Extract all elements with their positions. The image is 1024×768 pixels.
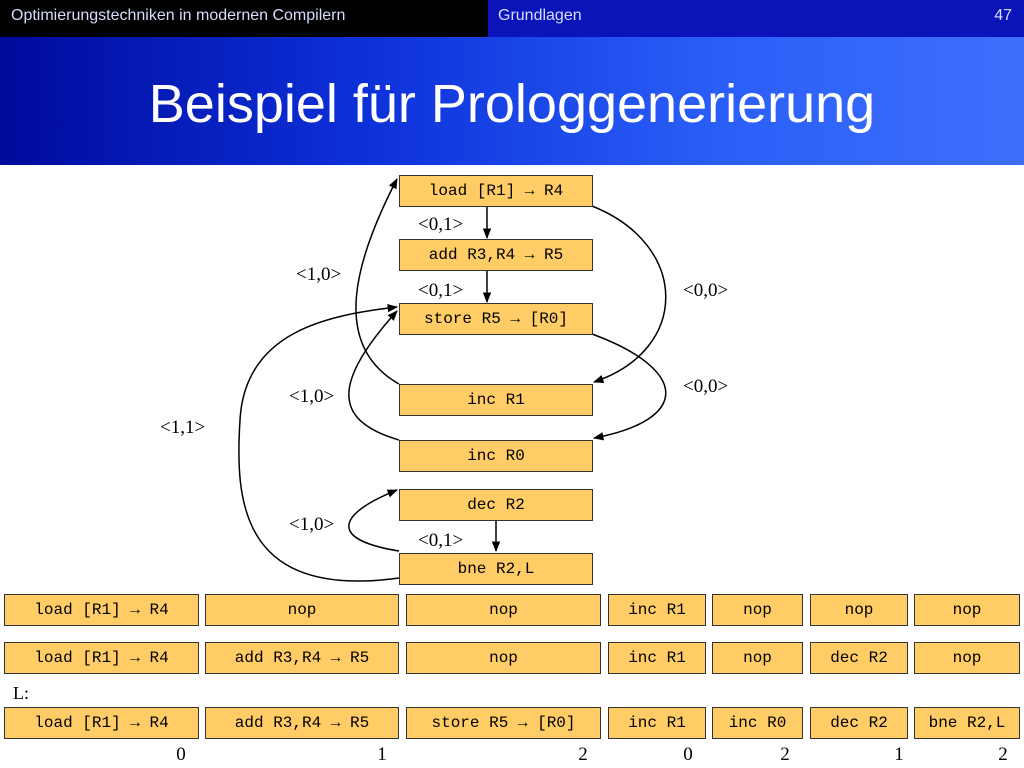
- schedule-cell: inc R0: [712, 707, 803, 739]
- edge-label-dec-bne: <0,1>: [418, 530, 464, 551]
- edge-label-bne-store: <1,1>: [160, 417, 206, 438]
- schedule-cell: nop: [406, 642, 601, 674]
- edge-label-add-store: <0,1>: [418, 280, 464, 301]
- slide-title: Beispiel für Prologgenerierung: [148, 74, 876, 134]
- schedule-cell: dec R2: [810, 642, 908, 674]
- iteration-index: 1: [894, 744, 904, 765]
- iteration-index: 0: [176, 744, 186, 765]
- edge-label-store-incr0: <0,0>: [683, 376, 729, 397]
- edge-bne-dec: [348, 489, 400, 552]
- edge-store-incr0: [591, 333, 667, 441]
- edge-label-load-incr1: <0,0>: [683, 280, 729, 301]
- page-number: 47: [994, 7, 1012, 24]
- iteration-index: 1: [377, 744, 387, 765]
- edge-incr0-store: [348, 310, 400, 441]
- slide-header: [0, 37, 1024, 165]
- schedule-cell: nop: [712, 642, 803, 674]
- top-bar-left: Optimierungstechniken in modernen Compil…: [0, 0, 488, 37]
- node-store: store R5 → [R0]: [399, 303, 593, 335]
- node-bne: bne R2,L: [399, 553, 593, 585]
- schedule-cell: nop: [914, 642, 1020, 674]
- schedule-cell: load [R1] → R4: [4, 594, 199, 626]
- schedule-cell: bne R2,L: [914, 707, 1020, 739]
- node-inc-r1: inc R1: [399, 384, 593, 416]
- schedule-cell: nop: [914, 594, 1020, 626]
- edge-label-load-add: <0,1>: [418, 214, 464, 235]
- schedule-cell: load [R1] → R4: [4, 642, 199, 674]
- edge-label-incr1-load: <1,0>: [296, 264, 342, 285]
- schedule-cell: dec R2: [810, 707, 908, 739]
- schedule-cell: inc R1: [608, 594, 706, 626]
- edge-incr1-load: [355, 178, 400, 385]
- edge-label-bne-dec: <1,0>: [289, 514, 335, 535]
- edge-bne-store: [238, 303, 400, 582]
- schedule-cell: nop: [810, 594, 908, 626]
- schedule-cell: add R3,R4 → R5: [205, 707, 399, 739]
- iteration-index: 2: [780, 744, 790, 765]
- schedule-cell: store R5 → [R0]: [406, 707, 601, 739]
- edge-load-incr1: [591, 205, 667, 383]
- top-bar-right: Grundlagen 47: [488, 0, 1024, 37]
- node-add: add R3,R4 → R5: [399, 239, 593, 271]
- iteration-index: 0: [683, 744, 693, 765]
- edge-label-incr0-store: <1,0>: [289, 386, 335, 407]
- schedule-cell: inc R1: [608, 707, 706, 739]
- iteration-index: 2: [998, 744, 1008, 765]
- schedule-cell: inc R1: [608, 642, 706, 674]
- iteration-index: 2: [578, 744, 588, 765]
- schedule-cell: nop: [712, 594, 803, 626]
- node-load: load [R1] → R4: [399, 175, 593, 207]
- node-dec-r2: dec R2: [399, 489, 593, 521]
- schedule-cell: add R3,R4 → R5: [205, 642, 399, 674]
- schedule-cell: load [R1] → R4: [4, 707, 199, 739]
- top-bar: Optimierungstechniken in modernen Compil…: [0, 0, 1024, 37]
- section-title: Grundlagen: [498, 7, 582, 24]
- course-title: Optimierungstechniken in modernen Compil…: [11, 7, 346, 24]
- schedule-cell: nop: [406, 594, 601, 626]
- schedule-cell: nop: [205, 594, 399, 626]
- loop-label: L:: [13, 683, 29, 703]
- node-inc-r0: inc R0: [399, 440, 593, 472]
